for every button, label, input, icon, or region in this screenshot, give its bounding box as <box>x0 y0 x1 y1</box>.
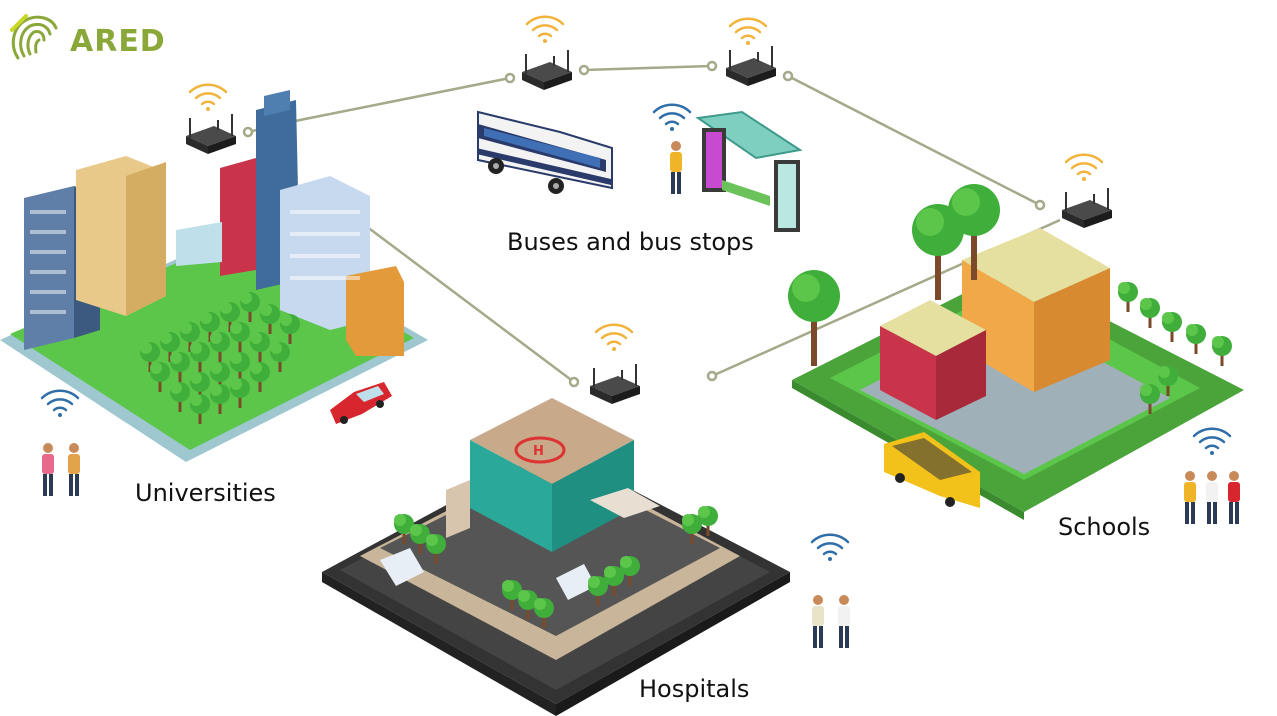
hospital-icon: H <box>446 398 660 552</box>
person-icon <box>812 595 824 648</box>
wifi-signal-icon <box>1064 153 1104 183</box>
brand-name: ARED <box>70 24 166 59</box>
logo-mark-icon <box>10 14 58 60</box>
router-universities <box>185 83 237 155</box>
router-icon <box>185 113 237 155</box>
wifi-signal-icon <box>652 103 692 133</box>
person-icon <box>1184 471 1196 524</box>
person-icon <box>68 443 80 496</box>
person-icon <box>1206 471 1218 524</box>
router-schools <box>1061 153 1113 229</box>
bus-icon <box>477 110 613 194</box>
schools-block <box>788 184 1244 520</box>
hospitals-block: H <box>322 398 790 716</box>
wifi-signal-icon <box>728 17 768 47</box>
svg-text:H: H <box>533 444 544 459</box>
wifi-signal-icon <box>188 83 228 113</box>
router-top-left <box>521 15 573 91</box>
label-schools: Schools <box>1058 513 1151 541</box>
ambulance-icon <box>380 548 596 600</box>
router-icon <box>1061 187 1113 229</box>
person-icon <box>42 443 54 496</box>
label-universities: Universities <box>135 479 276 507</box>
school-icon <box>880 228 1110 420</box>
label-hospitals: Hospitals <box>639 675 750 703</box>
router-hospitals <box>589 323 641 405</box>
label-buses: Buses and bus stops <box>507 228 754 256</box>
bus-stop-icon <box>652 103 803 232</box>
wifi-signal-icon <box>40 389 80 419</box>
schools-people <box>1184 427 1240 524</box>
car-icon <box>330 382 392 424</box>
person-icon <box>670 141 682 194</box>
wifi-signal-icon <box>594 323 634 353</box>
wifi-signal-icon <box>810 533 850 563</box>
router-top-right <box>725 17 777 87</box>
router-icon <box>521 49 573 91</box>
person-icon <box>838 595 850 648</box>
brand-logo: ARED <box>8 10 178 68</box>
building-icon <box>24 90 404 356</box>
hospitals-people <box>810 533 850 648</box>
universities-block <box>0 90 428 462</box>
router-icon <box>589 363 641 405</box>
person-icon <box>1228 471 1240 524</box>
bus-icon <box>884 432 980 508</box>
wifi-signal-icon <box>525 15 565 45</box>
wifi-signal-icon <box>1192 427 1232 457</box>
universities-people <box>40 389 80 496</box>
router-icon <box>725 45 777 87</box>
